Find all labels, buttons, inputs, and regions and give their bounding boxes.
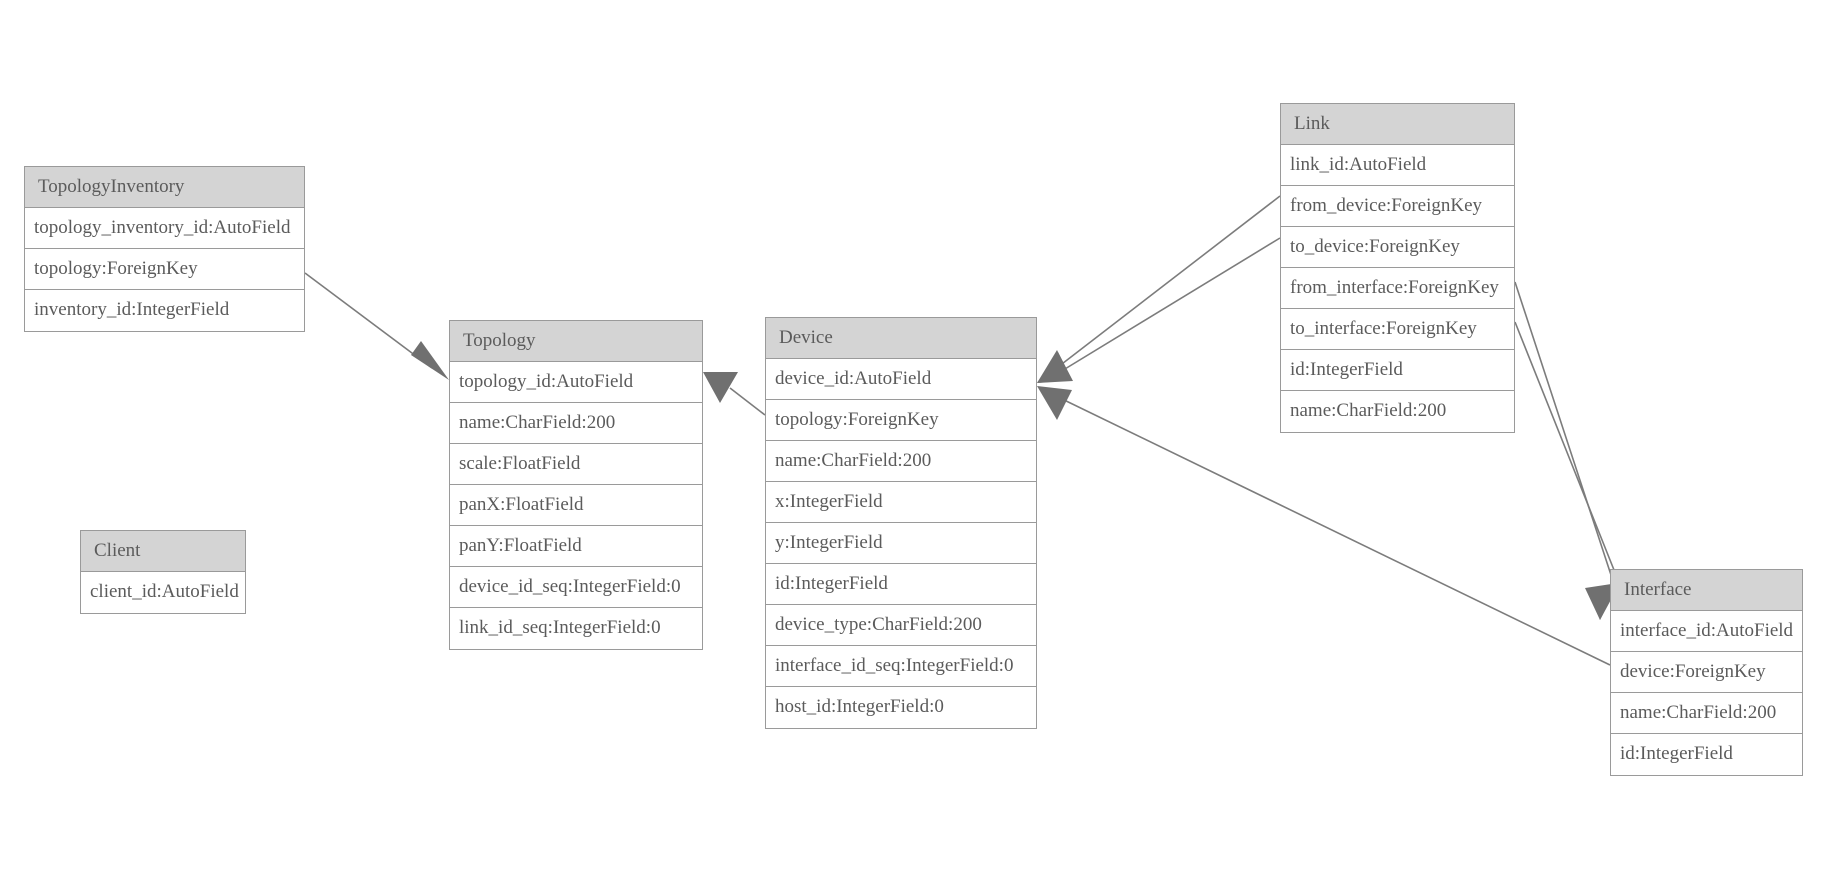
field-row: inventory_id:IntegerField (25, 290, 304, 331)
field-row: link_id_seq:IntegerField:0 (450, 608, 702, 649)
field-row: id:IntegerField (1611, 734, 1802, 775)
entity-title-link: Link (1281, 104, 1514, 145)
field-row: to_interface:ForeignKey (1281, 309, 1514, 350)
field-row: topology_id:AutoField (450, 362, 702, 403)
field-row: x:IntegerField (766, 482, 1036, 523)
edge-device-to-topology (703, 372, 766, 416)
field-row: device:ForeignKey (1611, 652, 1802, 693)
edge-link-from-device-to-device (1037, 195, 1281, 383)
entity-topology[interactable]: Topology topology_id:AutoField name:Char… (449, 320, 703, 650)
entity-title-device: Device (766, 318, 1036, 359)
entity-interface[interactable]: Interface interface_id:AutoField device:… (1610, 569, 1803, 776)
field-row: device_type:CharField:200 (766, 605, 1036, 646)
entity-link[interactable]: Link link_id:AutoField from_device:Forei… (1280, 103, 1515, 433)
field-row: name:CharField:200 (766, 441, 1036, 482)
field-row: scale:FloatField (450, 444, 702, 485)
field-row: topology:ForeignKey (766, 400, 1036, 441)
field-row: id:IntegerField (766, 564, 1036, 605)
field-row: to_device:ForeignKey (1281, 227, 1514, 268)
field-row: y:IntegerField (766, 523, 1036, 564)
field-row: id:IntegerField (1281, 350, 1514, 391)
entity-title-topology-inventory: TopologyInventory (25, 167, 304, 208)
field-row: from_interface:ForeignKey (1281, 268, 1514, 309)
field-row: link_id:AutoField (1281, 145, 1514, 186)
field-row: name:CharField:200 (450, 403, 702, 444)
edge-topologyinventory-to-topology (304, 272, 449, 380)
field-row: panY:FloatField (450, 526, 702, 567)
field-row: interface_id:AutoField (1611, 611, 1802, 652)
field-row: from_device:ForeignKey (1281, 186, 1514, 227)
edge-link-from-interface-to-interface (1514, 281, 1618, 620)
entity-client[interactable]: Client client_id:AutoField (80, 530, 246, 614)
field-row: panX:FloatField (450, 485, 702, 526)
field-row: interface_id_seq:IntegerField:0 (766, 646, 1036, 687)
field-row: client_id:AutoField (81, 572, 245, 613)
field-row: topology:ForeignKey (25, 249, 304, 290)
field-row: device_id_seq:IntegerField:0 (450, 567, 702, 608)
edge-link-to-device-to-device (1037, 237, 1281, 383)
field-row: name:CharField:200 (1611, 693, 1802, 734)
entity-title-topology: Topology (450, 321, 702, 362)
field-row: device_id:AutoField (766, 359, 1036, 400)
field-row: host_id:IntegerField:0 (766, 687, 1036, 728)
entity-device[interactable]: Device device_id:AutoField topology:Fore… (765, 317, 1037, 729)
entity-title-client: Client (81, 531, 245, 572)
entity-title-interface: Interface (1611, 570, 1802, 611)
field-row: name:CharField:200 (1281, 391, 1514, 432)
entity-topology-inventory[interactable]: TopologyInventory topology_inventory_id:… (24, 166, 305, 332)
edge-link-to-interface-to-interface (1514, 321, 1621, 620)
field-row: topology_inventory_id:AutoField (25, 208, 304, 249)
